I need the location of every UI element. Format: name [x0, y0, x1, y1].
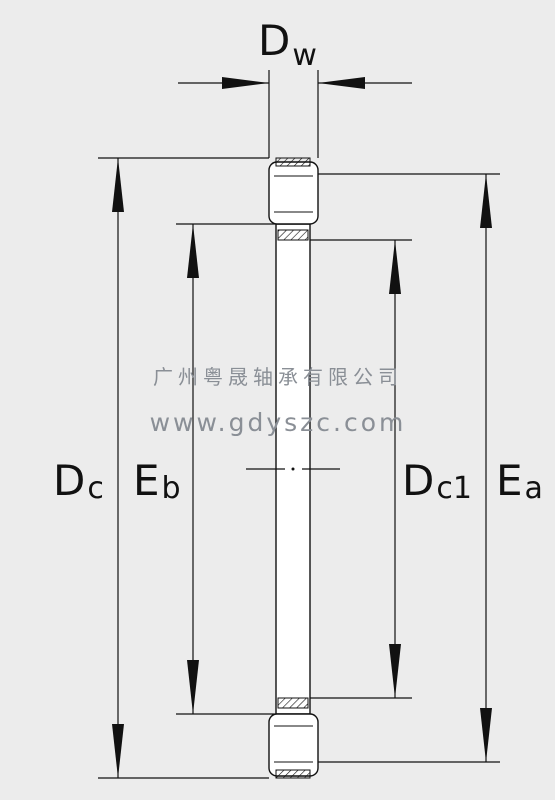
center-mark [246, 467, 340, 471]
ea-arrow-top [480, 174, 492, 228]
bottom-roller-body [268, 713, 319, 777]
watermark-company: 广州粤晟轴承有限公司 [153, 365, 403, 389]
eb-arrow-bottom [187, 660, 199, 714]
watermark-url: www.gdyszc.com [150, 408, 407, 437]
dw-arrow-right [318, 77, 365, 89]
eb-dimension: Eb [128, 223, 276, 715]
top-roller-cage-hatch [275, 157, 311, 167]
top-roller [268, 157, 319, 225]
dc-label-bg [50, 450, 112, 510]
ea-label: Ea [496, 456, 543, 506]
ea-dimension: Ea [318, 173, 550, 763]
dc1-label: Dc1 [402, 456, 472, 506]
eb-label: Eb [133, 456, 181, 506]
ea-label-bg [492, 450, 550, 510]
dw-arrow-left [222, 77, 269, 89]
eb-label-bg [128, 450, 188, 510]
dc-label: Dc [53, 456, 104, 506]
bottom-roller [268, 713, 319, 779]
cage-hatch-top [277, 229, 309, 241]
dc1-label-bg [400, 450, 474, 510]
cage-hatch-bottom [277, 697, 309, 709]
watermark: 广州粤晟轴承有限公司 www.gdyszc.com [150, 365, 407, 437]
top-roller-body [268, 161, 319, 225]
ea-arrow-bottom [480, 708, 492, 762]
dw-dimension: Dw [178, 16, 412, 158]
dw-label: Dw [258, 16, 317, 73]
dc-arrow-top [112, 158, 124, 212]
dc1-arrow-bottom [389, 644, 401, 698]
dc-dimension: Dc [50, 157, 269, 779]
bottom-roller-cage-hatch [275, 769, 311, 779]
dc-arrow-bottom [112, 724, 124, 778]
dc1-dimension: Dc1 [310, 239, 474, 699]
eb-arrow-top [187, 224, 199, 278]
dc1-arrow-top [389, 240, 401, 294]
center-dot [291, 467, 295, 471]
